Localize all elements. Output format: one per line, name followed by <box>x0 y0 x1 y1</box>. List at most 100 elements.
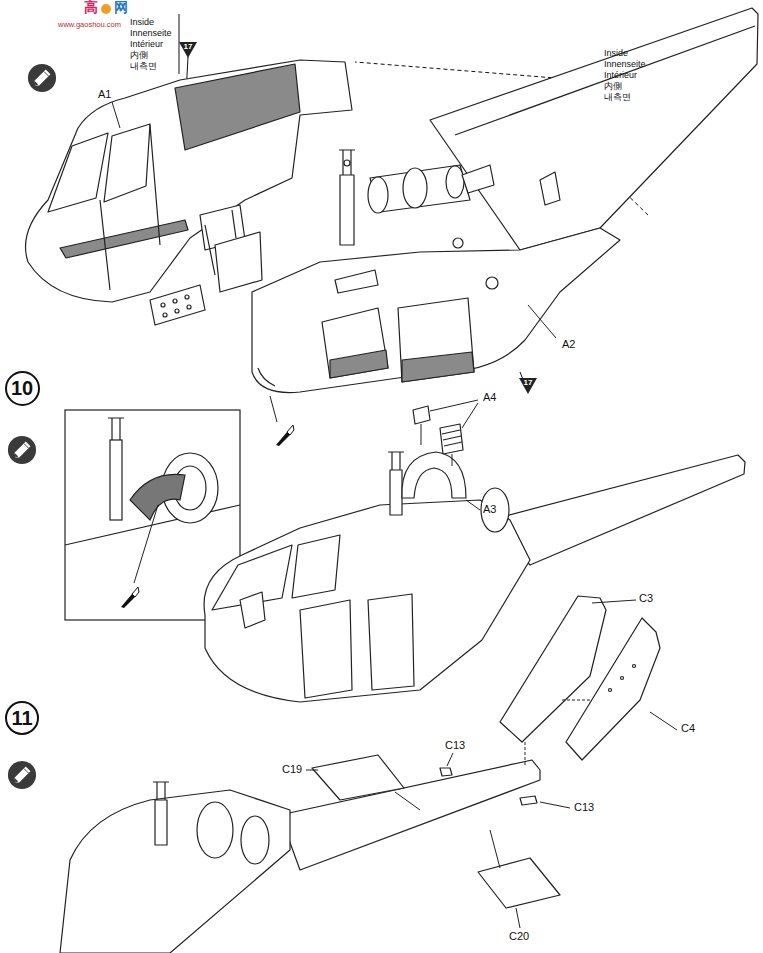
helicopter-open-halves-part <box>446 166 464 198</box>
tool-icons-part <box>28 64 56 92</box>
helicopter-step10-part <box>292 535 340 598</box>
step-number: 11 <box>11 708 32 728</box>
note-brackets-part <box>179 14 180 74</box>
note-text: 내측면 <box>130 62 157 72</box>
helicopter-open-halves-part <box>112 102 120 128</box>
note-text: Innenseite <box>130 29 172 39</box>
helicopter-step11-part <box>566 618 660 760</box>
note-text: Inside <box>604 49 628 59</box>
helicopter-step10-part <box>490 455 745 565</box>
step-number: 10 <box>11 378 33 398</box>
part-number: C13 <box>573 801 595 813</box>
helicopter-open-halves-part <box>540 172 560 205</box>
helicopter-open-halves-part <box>398 298 474 382</box>
helicopter-open-halves-part <box>26 60 353 302</box>
part-number: A1 <box>97 88 112 100</box>
step10-inset-part <box>134 505 158 583</box>
paint-code: 17 <box>184 43 193 52</box>
helicopter-open-halves-part <box>322 308 388 378</box>
helicopter-open-halves <box>26 8 759 393</box>
tool-icons-part <box>276 425 294 446</box>
tool-icons <box>8 64 294 789</box>
helicopter-step10-part <box>240 592 265 628</box>
watermark-logo <box>101 4 111 14</box>
step10-inset-part <box>130 474 185 520</box>
helicopter-open-halves-part <box>100 125 160 290</box>
helicopter-open-halves-part <box>163 313 167 317</box>
helicopter-open-halves-part <box>403 168 427 208</box>
helicopter-step11-part <box>621 677 624 680</box>
helicopter-step11-part <box>525 700 590 765</box>
helicopter-open-halves-part <box>104 124 150 202</box>
helicopter-open-halves-part <box>368 177 388 213</box>
paint-triangles-part <box>179 42 197 58</box>
helicopter-step10-part <box>388 452 404 470</box>
part-number: A4 <box>482 391 497 403</box>
helicopter-step10-part <box>421 424 452 466</box>
tool-icons-part <box>8 436 36 464</box>
helicopter-step10-part <box>204 500 530 702</box>
step-circle: 10 <box>5 371 40 406</box>
helicopter-open-halves-part <box>161 303 165 307</box>
note-text: 内側 <box>604 82 622 92</box>
helicopter-step11-part <box>490 830 500 868</box>
helicopter-open-halves-part <box>453 238 463 248</box>
paint-triangles-part <box>519 378 537 394</box>
helicopter-step10-part <box>390 470 402 515</box>
helicopter-step11 <box>60 596 677 953</box>
helicopter-open-halves-part <box>185 295 189 299</box>
helicopter-step10-part <box>442 430 462 446</box>
helicopter-step10-part <box>430 400 478 428</box>
helicopter-step10-part <box>440 424 463 454</box>
helicopter-step10-part <box>402 452 466 498</box>
helicopter-open-halves-part <box>175 64 300 150</box>
note-text: 内側 <box>130 51 148 61</box>
step-circle: 11 <box>5 701 39 735</box>
part-number: A3 <box>482 503 497 515</box>
helicopter-step10 <box>204 396 745 702</box>
tool-icons-part <box>121 587 139 608</box>
helicopter-step11-part <box>197 802 233 858</box>
helicopter-step11-part <box>520 796 537 805</box>
helicopter-open-halves-part <box>175 309 179 313</box>
helicopter-step11-part <box>478 858 560 908</box>
helicopter-step11-part <box>241 816 269 864</box>
helicopter-step11-part <box>312 755 404 800</box>
helicopter-step10-part <box>368 594 414 690</box>
note-text: Intérieur <box>604 71 637 81</box>
helicopter-open-halves-part <box>486 277 498 289</box>
part-number: C13 <box>444 739 466 751</box>
helicopter-step10-part <box>413 406 430 424</box>
helicopter-step11-part <box>609 689 612 692</box>
note-text: Innenseite <box>604 60 646 70</box>
watermark: www.gaoshou.com <box>58 21 121 29</box>
helicopter-open-halves-part <box>462 165 494 193</box>
helicopter-step11-part <box>395 792 420 810</box>
helicopter-step11-part <box>153 782 169 800</box>
watermark-logo-part <box>101 4 111 14</box>
helicopter-step10-part <box>466 500 480 510</box>
note-brackets-part <box>355 62 580 80</box>
part-number: C19 <box>281 763 303 775</box>
note-text: Intérieur <box>130 40 163 50</box>
tool-icons-part <box>8 761 36 789</box>
helicopter-step10-part <box>300 600 352 698</box>
helicopter-open-halves-part <box>187 305 191 309</box>
helicopter-step11-part <box>155 800 167 845</box>
helicopter-step11-part <box>633 665 636 668</box>
part-number: C20 <box>508 930 530 942</box>
watermark: 网 <box>114 0 128 15</box>
helicopter-open-halves-part <box>173 299 177 303</box>
helicopter-step11-part <box>306 600 677 928</box>
step10-inset-part <box>108 418 124 440</box>
helicopter-open-halves-part <box>150 285 205 325</box>
helicopter-open-halves-part <box>258 368 275 386</box>
helicopter-step10-part <box>270 396 277 422</box>
step10-inset-part <box>110 440 122 520</box>
helicopter-step11-part <box>440 768 452 776</box>
helicopter-open-halves-part <box>339 150 355 175</box>
helicopter-open-halves-part <box>340 175 354 245</box>
helicopter-open-halves-part <box>48 133 108 212</box>
helicopter-open-halves-part <box>335 270 378 293</box>
